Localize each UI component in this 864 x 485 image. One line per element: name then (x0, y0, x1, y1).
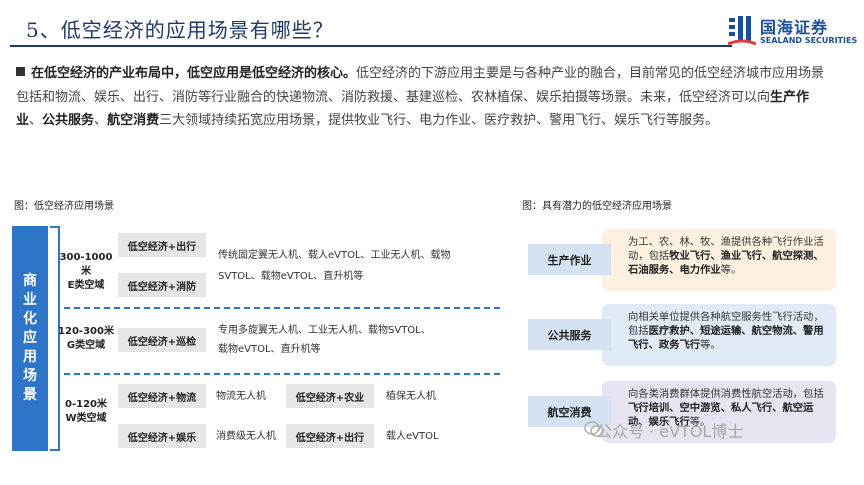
scenario-patrol: 低空经济+巡检 (118, 328, 206, 352)
company-logo: 国海证券 SEALAND SECURITIES (728, 14, 858, 52)
bracket (50, 226, 60, 451)
scenario-travel-desc: 传统固定翼无人机、载人eVTOL、工业无人机、载物 SVTOL、载物eVTOL、… (218, 246, 451, 286)
scenario-agriculture-desc: 植保无人机 (386, 391, 436, 402)
potential-text: 等。 (700, 339, 721, 351)
tier-e: 300-1000米 E类空域 (56, 251, 116, 293)
tier-range: 120-300米 (58, 326, 114, 337)
potential-bold: 牧业飞行、渔业飞行、航空探测、石油服务、电力作业 (628, 250, 824, 276)
logo-subtext: SEALAND SECURITIES (760, 36, 858, 45)
potential-box-public: 向相关单位提供各种航空服务性飞行活动，包括医疗救护、短途运输、航空物流、警用飞行… (602, 304, 836, 366)
potential-text: 向相关单位提供各种航空服务性飞行活动，包括 (628, 311, 824, 337)
potential-text: 向各类消费群体提供消费性航空活动，包括 (628, 388, 824, 400)
scenario-patrol-desc: 专用多旋翼无人机、工业无人机、载物SVTOL、 载物eVTOL、直升机等 (218, 321, 431, 359)
intro-text: 低空经济的下游应用主要是与各种产业的融合，目前常见的低空经济城市应用场景包括和物… (16, 66, 825, 105)
intro-sep: 、 (29, 113, 43, 128)
vertical-char: 商 (23, 273, 37, 289)
vertical-char: 化 (23, 311, 37, 327)
tier-g: 120-300米 G类空域 (56, 325, 116, 353)
scenario-entertainment-desc: 消费级无人机 (216, 431, 276, 442)
intro-text-end: 三大领域持续拓宽应用场景，提供牧业飞行、电力作业、医疗救护、警用飞行、娱乐飞行等… (159, 113, 719, 128)
potential-text: 为工、农、林、牧、渔提供各种飞行作业活动，包括 (628, 236, 824, 262)
scenario-fire: 低空经济+消防 (118, 273, 206, 297)
potential-bold: 飞行培训、空中游览、私人飞行、航空运动、娱乐飞行 (628, 402, 814, 428)
scenario-logistics-desc: 物流无人机 (216, 391, 266, 402)
potential-box-consumption: 向各类消费群体提供消费性航空活动，包括飞行培训、空中游览、私人飞行、航空运动、娱… (602, 381, 836, 443)
divider-dashed (64, 307, 500, 309)
scenario-travel-w-desc: 载人eVTOL (386, 431, 439, 442)
scenario-travel: 低空经济+出行 (118, 233, 206, 257)
logo-mark-icon (728, 16, 756, 46)
intro-paragraph: 在低空经济的产业布局中，低空应用是低空经济的核心。低空经济的下游应用主要是与各种… (16, 62, 834, 133)
desc-line: SVTOL、载物eVTOL、直升机等 (218, 271, 364, 282)
tier-name: G类空域 (66, 340, 106, 351)
potential-label-production: 生产作业 (528, 244, 611, 275)
scenario-entertainment: 低空经济+娱乐 (118, 424, 206, 448)
watermark: 公众号 · eVTOL博士 (596, 422, 744, 441)
tier-w: 0-120米 W类空域 (56, 398, 116, 426)
bullet-icon (16, 67, 25, 76)
desc-line: 载物eVTOL、直升机等 (218, 344, 321, 355)
vertical-char: 场 (23, 368, 37, 384)
potential-bold: 医疗救护、短途运输、航空物流、警用飞行、政务飞行 (628, 325, 824, 351)
potential-box-production: 为工、农、林、牧、渔提供各种飞行作业活动，包括牧业飞行、渔业飞行、航空探测、石油… (602, 229, 836, 291)
tier-name: W类空域 (65, 413, 107, 424)
scenario-logistics: 低空经济+物流 (118, 384, 206, 408)
potential-label-public: 公共服务 (528, 319, 611, 350)
tier-range: 300-1000米 (59, 252, 113, 277)
intro-lead: 在低空经济的产业布局中，低空应用是低空经济的核心。 (31, 66, 357, 81)
commercial-scenarios-label: 商 业 化 应 用 场 景 (12, 226, 48, 451)
desc-line: 专用多旋翼无人机、工业无人机、载物SVTOL、 (218, 325, 431, 336)
wechat-icon (584, 421, 604, 437)
vertical-char: 景 (23, 387, 37, 403)
scenario-agriculture: 低空经济+农业 (286, 384, 374, 408)
vertical-char: 应 (23, 330, 37, 346)
divider-dashed (64, 373, 500, 375)
potential-text: 等。 (720, 264, 742, 276)
desc-line: 传统固定翼无人机、载人eVTOL、工业无人机、载物 (218, 250, 451, 261)
tier-name: E类空域 (67, 280, 105, 291)
vertical-char: 业 (23, 292, 37, 308)
intro-sep: 、 (94, 113, 108, 128)
potential-label-consumption: 航空消费 (528, 396, 611, 427)
page-title: 5、低空经济的应用场景有哪些？ (26, 18, 334, 42)
title-rule (10, 45, 732, 47)
intro-bold-public: 公共服务 (42, 113, 95, 128)
logo-text: 国海证券 (760, 18, 829, 37)
right-figure-caption: 图：具有潜力的低空经济应用场景 (522, 201, 672, 212)
left-figure-caption: 图：低空经济应用场景 (14, 201, 114, 212)
intro-bold-consumption: 航空消费 (107, 113, 160, 128)
tier-range: 0-120米 (65, 399, 107, 410)
intro-bold-production: 生产作业 (16, 89, 810, 129)
vertical-char: 用 (23, 349, 37, 365)
potential-text: 等。 (689, 416, 711, 428)
scenario-travel-w: 低空经济+出行 (286, 424, 374, 448)
